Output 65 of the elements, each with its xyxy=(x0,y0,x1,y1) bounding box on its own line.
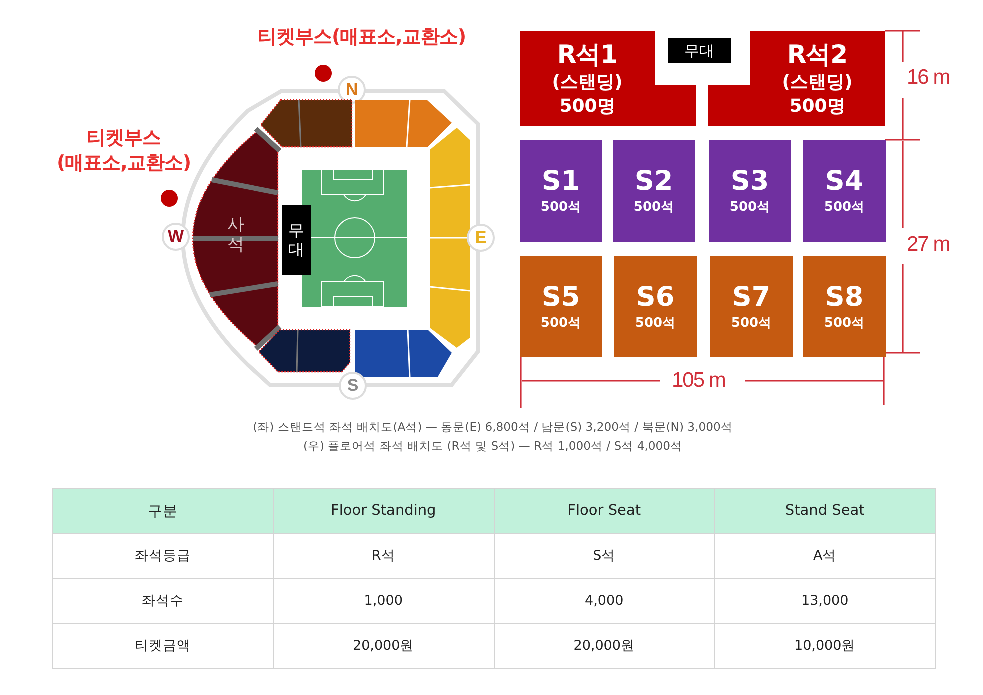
seat-count: 500석 xyxy=(731,314,772,332)
block-title: S7 xyxy=(732,280,771,314)
stage-block: 무대 xyxy=(668,38,731,63)
caption-text: (우) 플로어석 좌석 배치도 (R석 및 S석) — R석 1,000석 / S석 4,000석 xyxy=(303,439,683,454)
stand-section xyxy=(355,100,452,147)
header-cell: 구분 xyxy=(52,488,274,534)
table-cell: 20,000원 xyxy=(273,624,494,668)
table-cell: 티켓금액 xyxy=(52,624,274,668)
section-type: (스탠딩) xyxy=(552,71,623,95)
capacity-label: 500명 xyxy=(560,95,616,119)
stand-section xyxy=(261,100,352,147)
block-title: S8 xyxy=(825,280,864,314)
header-cell: Floor Standing xyxy=(273,488,494,534)
section-label: 사석 xyxy=(227,215,245,255)
booth-label: 티켓부스 (매표소,교환소) xyxy=(56,126,192,176)
seat-count: 500석 xyxy=(824,314,865,332)
block-title: S2 xyxy=(634,165,674,199)
section-title: R석1 xyxy=(557,39,618,71)
table-cell: 4,000 xyxy=(494,578,715,624)
section-type: (스탠딩) xyxy=(782,71,853,95)
compass-marker: W xyxy=(162,223,190,251)
stand-section xyxy=(430,128,470,348)
table-cell: A석 xyxy=(714,534,936,578)
stand-section xyxy=(355,330,452,377)
seat-count: 500석 xyxy=(540,314,582,332)
seating-block xyxy=(613,140,695,242)
header-cell: Stand Seat xyxy=(714,488,936,534)
table-cell: 1,000 xyxy=(273,578,494,624)
block-title: S5 xyxy=(542,280,580,314)
seating-block xyxy=(710,256,793,357)
seat-count: 500석 xyxy=(824,199,865,217)
seating-block xyxy=(709,140,791,242)
dimension-label: 105 m xyxy=(672,369,726,393)
table-cell: R석 xyxy=(273,534,494,578)
booth-label: 티켓부스(매표소,교환소) xyxy=(258,25,466,50)
block-title: S1 xyxy=(542,165,580,199)
block-title: S6 xyxy=(636,280,675,314)
section-title: R석2 xyxy=(787,39,848,71)
stage-block: 무대 xyxy=(282,205,311,275)
caption-text: (좌) 스탠드석 좌석 배치도(A석) — 동문(E) 6,800석 / 남문(S) 3,200석 / 북문(N) 3,000석 xyxy=(253,420,733,435)
stand-section xyxy=(259,330,350,372)
seating-block xyxy=(614,256,697,357)
table-cell: 20,000원 xyxy=(494,624,715,668)
table-cell: 13,000 xyxy=(714,578,936,624)
seat-count: 500석 xyxy=(634,199,674,217)
block-title: S4 xyxy=(825,165,864,199)
seat-count: 500석 xyxy=(730,199,770,217)
seat-count: 500석 xyxy=(635,314,676,332)
seating-block xyxy=(520,256,602,357)
table-cell: 좌석수 xyxy=(52,578,274,624)
stand-section xyxy=(191,127,280,351)
block-title: S3 xyxy=(730,165,770,199)
seating-block xyxy=(803,256,886,357)
compass-marker: S xyxy=(339,372,367,400)
table-cell: S석 xyxy=(494,534,715,578)
table-cell: 좌석등급 xyxy=(52,534,274,578)
capacity-label: 500명 xyxy=(790,95,846,119)
seating-block xyxy=(520,140,602,242)
seat-count: 500석 xyxy=(540,199,582,217)
dimension-label: 16 m xyxy=(907,66,950,90)
header-cell: Floor Seat xyxy=(494,488,715,534)
dimension-label: 27 m xyxy=(907,233,950,257)
table-cell: 10,000원 xyxy=(714,624,936,668)
compass-marker: E xyxy=(467,224,495,252)
seating-block xyxy=(803,140,886,242)
